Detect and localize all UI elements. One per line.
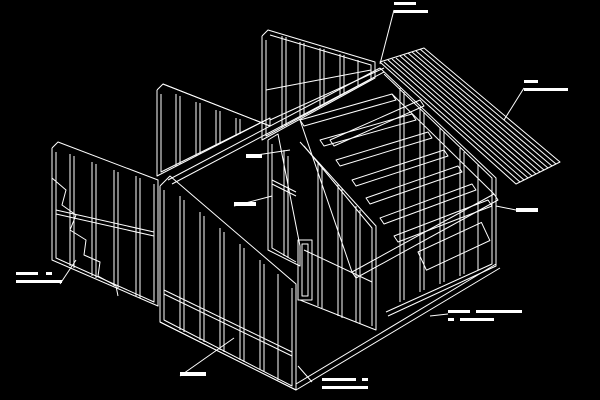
base-floor-track xyxy=(159,263,501,391)
front-center-gable-wall xyxy=(159,175,297,391)
callout-leaders xyxy=(59,9,525,383)
ridge-beam xyxy=(167,67,385,185)
corrugated-roof-sheet xyxy=(379,47,561,185)
bottom-left-callout xyxy=(180,372,206,376)
top-callout xyxy=(394,2,428,13)
bottom-center-callout xyxy=(322,378,368,389)
rear-left-gable-panel xyxy=(261,29,376,141)
ridge-callout xyxy=(246,154,262,158)
base-track-callout xyxy=(448,310,522,321)
left-panel-callout xyxy=(234,202,256,206)
center-truss xyxy=(299,141,377,331)
purlin-callout xyxy=(516,208,538,212)
roof-purlins xyxy=(299,93,499,279)
right-gable-end-wall xyxy=(379,67,497,317)
center-stud-callout xyxy=(16,272,62,283)
interior-partition-wall xyxy=(267,133,313,301)
middle-gable-panel xyxy=(156,83,271,177)
front-left-gable-panel xyxy=(51,141,159,307)
roof-callout xyxy=(524,80,568,91)
